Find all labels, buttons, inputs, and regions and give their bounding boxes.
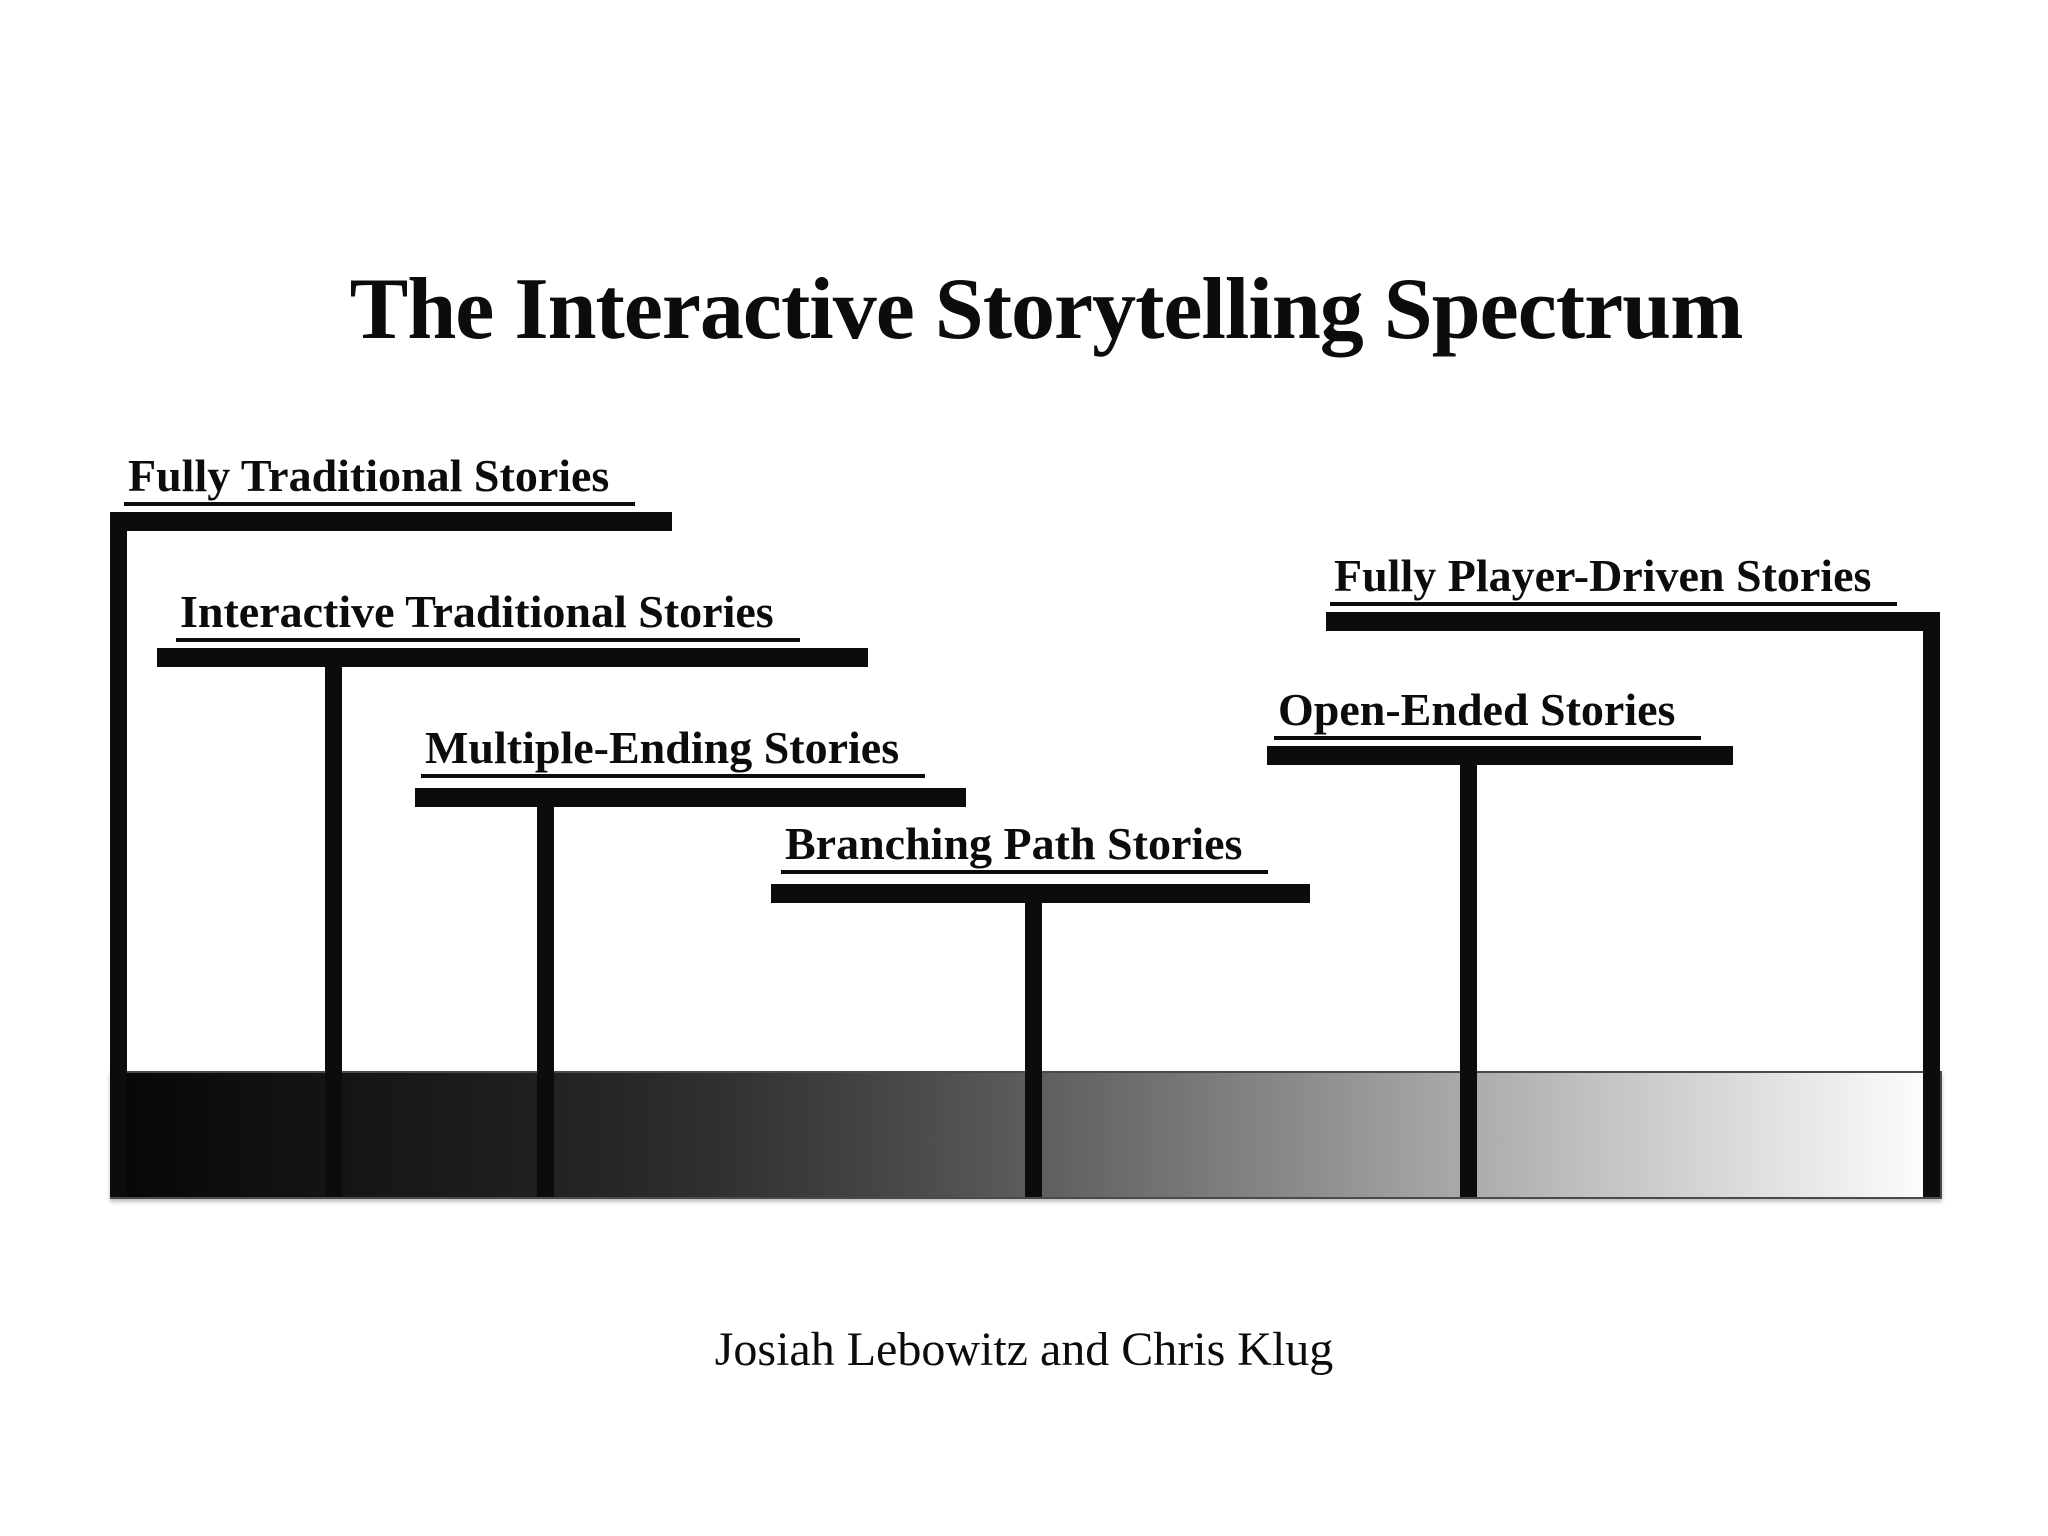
marker-bar bbox=[1267, 746, 1733, 765]
marker-stem bbox=[1025, 903, 1042, 1197]
marker-bar bbox=[771, 884, 1310, 903]
marker-label: Multiple-Ending Stories bbox=[421, 723, 926, 779]
marker-label: Open-Ended Stories bbox=[1274, 685, 1702, 741]
marker-bar bbox=[415, 788, 966, 807]
marker-stem bbox=[110, 531, 127, 1197]
marker-bar bbox=[1326, 612, 1940, 631]
marker-label: Fully Player-Driven Stories bbox=[1330, 551, 1898, 607]
marker-label: Interactive Traditional Stories bbox=[176, 587, 800, 643]
marker-stem bbox=[537, 807, 554, 1197]
marker-label: Fully Traditional Stories bbox=[124, 451, 636, 507]
credit-line: Josiah Lebowitz and Chris Klug bbox=[714, 1323, 1334, 1376]
marker-stem bbox=[325, 667, 342, 1197]
marker-bar bbox=[110, 512, 672, 531]
marker-label: Branching Path Stories bbox=[781, 819, 1269, 875]
marker-bar bbox=[157, 648, 868, 667]
marker-stem bbox=[1923, 631, 1940, 1197]
slide-title: The Interactive Storytelling Spectrum bbox=[349, 261, 1744, 358]
marker-stem bbox=[1460, 765, 1477, 1197]
